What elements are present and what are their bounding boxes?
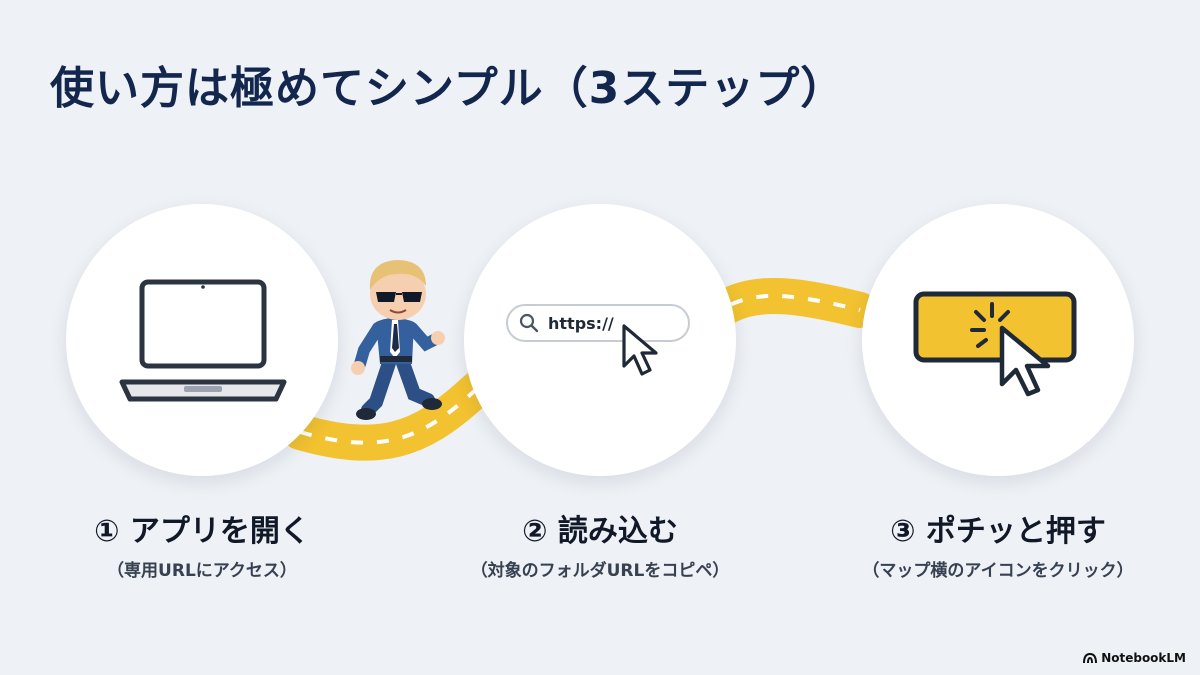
search-icon: [519, 313, 539, 333]
notebooklm-logo-icon: [1083, 652, 1098, 664]
brand-text: NotebookLM: [1101, 651, 1186, 665]
businessman-character: [351, 260, 445, 420]
step-3-label: ③ ポチッと押す: [890, 514, 1106, 549]
step-1-circle: [66, 204, 338, 476]
url-bar: https://: [506, 304, 690, 342]
click-button-illustration: [913, 291, 1077, 397]
laptop-icon: [119, 279, 287, 402]
click-burst-icon: [970, 302, 1010, 348]
step-2-sub: （対象のフォルダURLをコピペ）: [470, 561, 730, 581]
step-1-sub: （専用URLにアクセス）: [107, 561, 297, 581]
step-1-label: ① アプリを開く: [94, 514, 310, 549]
url-text: https://: [548, 313, 614, 333]
notebooklm-badge: NotebookLM: [1083, 651, 1186, 665]
page-title: 使い方は極めてシンプル（3ステップ）: [50, 63, 846, 114]
step-3-sub: （マップ横のアイコンをクリック）: [862, 561, 1134, 581]
step-2-label: ② 読み込む: [522, 514, 678, 549]
cursor-icon: [622, 324, 658, 376]
